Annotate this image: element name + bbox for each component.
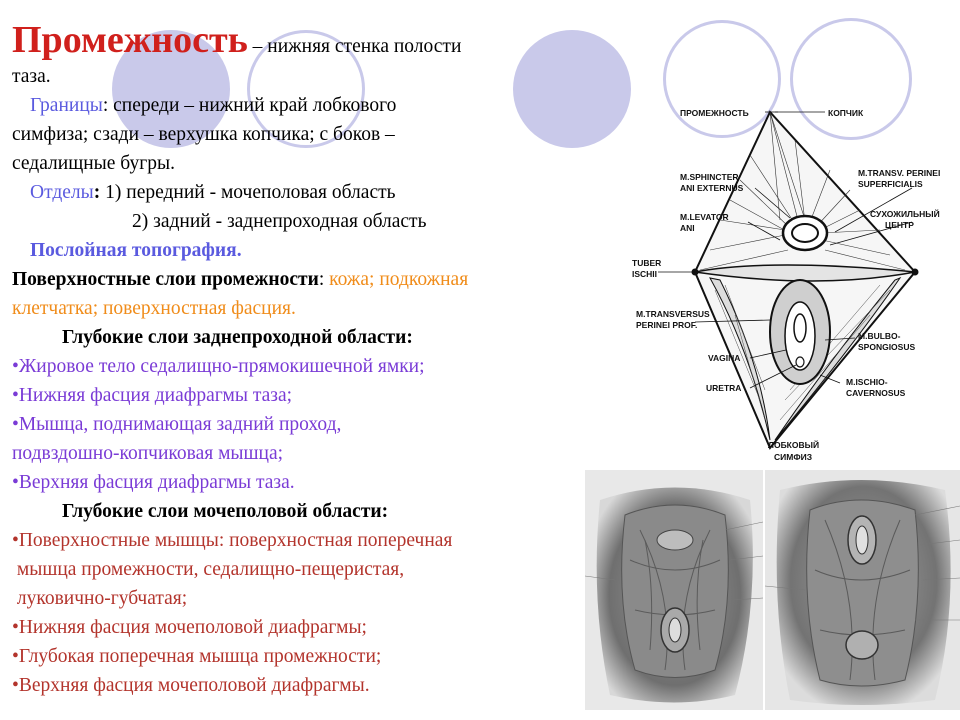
label-levator: M.LEVATOR — [680, 212, 729, 222]
label-promezhnost: ПРОМЕЖНОСТЬ — [680, 108, 749, 118]
deep-anal-item: •Нижняя фасция диафрагмы таза; — [12, 385, 293, 406]
borders-text-1: : спереди – нижний край лобкового — [102, 95, 397, 116]
deep-uro-item: •Верхняя фасция мочеполовой диафрагмы. — [12, 675, 370, 696]
diagram-drawing — [658, 110, 919, 450]
anatomy-photo-right — [765, 470, 960, 710]
label-center-2: ЦЕНТР — [885, 220, 914, 230]
borders-line-3: седалищные бугры. — [12, 153, 175, 174]
decor-circle-ring-3 — [790, 18, 912, 140]
superficial-text-1: кожа; подкожная — [324, 269, 469, 290]
deep-uro-item: •Нижняя фасция мочеполовой диафрагмы; — [12, 617, 367, 638]
borders-line-1: Границы: спереди – нижний край лобкового — [30, 91, 396, 120]
decor-circle-ring-2 — [663, 20, 781, 138]
decor-circle-ring-1 — [247, 30, 365, 148]
borders-label: Границы — [30, 95, 103, 116]
slide-title: Промежность — [12, 19, 248, 61]
label-symphysis: ЛОБКОВЫЙ — [768, 439, 819, 450]
label-levator-2: ANI — [680, 223, 695, 233]
superficial-line-1: Поверхностные слои промежности: кожа; по… — [12, 265, 468, 294]
label-ischio-2: CAVERNOSUS — [846, 388, 906, 398]
sections-line-1: Отделы: 1) передний - мочеполовая област… — [30, 178, 396, 207]
label-transv-prof: M.TRANSVERSUS — [636, 309, 710, 319]
title-rest: – нижняя стенка полости — [247, 36, 462, 57]
title-rest-line-2: таза. — [12, 66, 51, 87]
label-transv-superficialis: M.TRANSV. PERINEI — [858, 168, 940, 178]
label-sphincter: M.SPHINCTER — [680, 172, 739, 182]
label-bulbo-2: SPONGIOSUS — [858, 342, 915, 352]
perineum-diagram: ПРОМЕЖНОСТЬ КОПЧИК M.SPHINCTER ANI EXTER… — [632, 108, 940, 462]
slide-text: Промежность – нижняя стенка полости таза… — [12, 0, 582, 720]
label-transv-superficialis-2: SUPERFICIALIS — [858, 179, 923, 189]
label-sphincter-2: ANI EXTERNUS — [680, 183, 744, 193]
deep-uro-item: луковично-губчатая; — [12, 588, 188, 609]
deep-uro-heading: Глубокие слои мочеполовой области: — [62, 501, 389, 522]
deep-uro-item: •Глубокая поперечная мышца промежности; — [12, 646, 382, 667]
label-bulbo: M.BULBO- — [858, 331, 901, 341]
label-tuber: TUBER — [632, 258, 661, 268]
label-kopchik: КОПЧИК — [828, 108, 864, 118]
decor-circle-filled-2 — [513, 30, 631, 148]
diagram-labels: ПРОМЕЖНОСТЬ КОПЧИК M.SPHINCTER ANI EXTER… — [632, 108, 940, 462]
label-ischio: M.ISCHIO- — [846, 377, 888, 387]
borders-line-2: симфиза; сзади – верхушка копчика; с бок… — [12, 124, 395, 145]
label-transv-prof-2: PERINEI PROF. — [636, 320, 697, 330]
label-vagina: VAGINA — [708, 353, 740, 363]
label-tuber-2: ISCHII — [632, 269, 657, 279]
sections-text-1: 1) передний - мочеполовая область — [100, 182, 396, 203]
deep-anal-item: •Мышца, поднимающая задний проход, — [12, 414, 342, 435]
layered-heading: Послойная топография. — [30, 240, 242, 261]
superficial-colon: : — [318, 269, 325, 290]
deep-anal-heading: Глубокие слои заднепроходной области: — [62, 327, 413, 348]
deep-uro-item: •Поверхностные мышцы: поверхностная попе… — [12, 530, 453, 551]
decor-circle-filled-1 — [112, 30, 230, 148]
superficial-label: Поверхностные слои промежности — [12, 269, 319, 290]
deep-anal-item: •Жировое тело седалищно-прямокишечной ям… — [12, 356, 425, 377]
label-symphysis-2: СИМФИЗ — [774, 452, 812, 462]
deep-uro-item: мышца промежности, седалищно-пещеристая, — [12, 559, 405, 580]
title-line: Промежность – нижняя стенка полости — [12, 18, 461, 69]
sections-label: Отделы — [30, 182, 94, 203]
anatomy-photo-left — [585, 470, 763, 710]
superficial-line-2: клетчатка; поверхностная фасция. — [12, 298, 296, 319]
sections-line-2: 2) задний - заднепроходная область — [132, 211, 427, 232]
label-uretra: URETRA — [706, 383, 741, 393]
label-center: СУХОЖИЛЬНЫЙ — [870, 208, 940, 219]
deep-anal-item: •Верхняя фасция диафрагмы таза. — [12, 472, 295, 493]
sections-colon: : — [93, 182, 101, 203]
deep-anal-item: подвздошно-копчиковая мышца; — [12, 443, 284, 464]
